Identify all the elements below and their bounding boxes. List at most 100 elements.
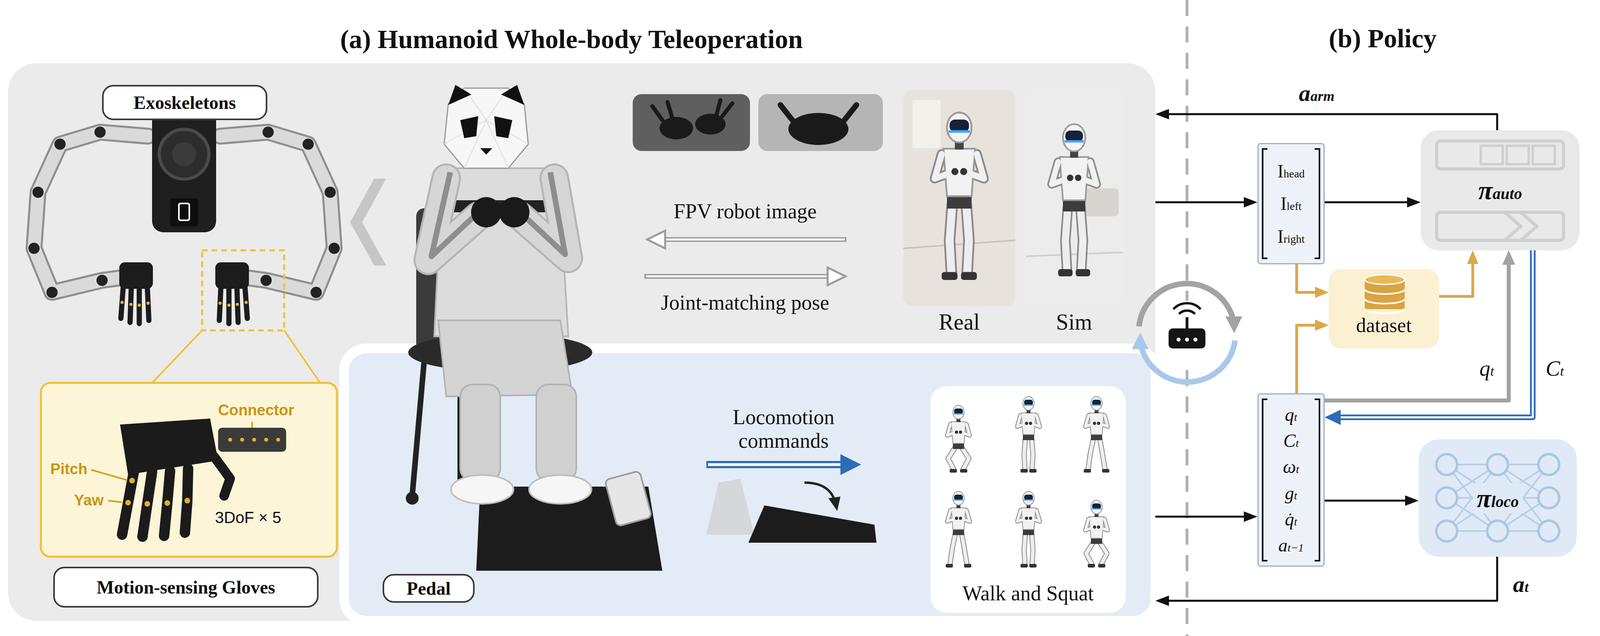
exoskeleton-illustration	[46, 286, 58, 298]
note-text: Locomotion commands	[699, 405, 868, 453]
operator-illustration	[448, 84, 472, 105]
image-caption: Sim	[1056, 308, 1093, 335]
connector-line	[1296, 324, 1318, 393]
pedal-illustration	[828, 496, 841, 511]
fpv-images	[632, 94, 883, 285]
connector-arrow	[1155, 196, 1258, 208]
arrow-head	[1405, 495, 1419, 506]
robot-poses	[1085, 499, 1108, 568]
glove-illustration	[125, 477, 191, 507]
arrow-head	[1155, 595, 1169, 606]
policy-grounds	[1436, 487, 1458, 508]
connector-arrow	[1155, 556, 1498, 606]
pedal-illustration	[706, 460, 844, 468]
exoskeleton-illustration	[244, 300, 248, 304]
edge-label: aarm	[1296, 79, 1337, 107]
robot-poses	[945, 491, 972, 568]
policy-grounds	[1538, 487, 1560, 508]
policy-grounds	[1538, 520, 1560, 542]
fpv-images	[644, 273, 835, 279]
connector-line	[1296, 264, 1318, 293]
edge-label: Ct	[1543, 355, 1566, 381]
vector-bracket	[1261, 148, 1268, 259]
operator-illustration	[501, 84, 525, 105]
policy-grounds	[1436, 453, 1458, 475]
policy-box: πauto	[1420, 130, 1580, 251]
pedal-illustration	[706, 453, 877, 543]
exoskeleton-illustration	[172, 142, 197, 167]
policy-name: πloco	[1472, 482, 1523, 514]
robot-photos	[1025, 252, 1123, 257]
vector-entry: qt	[1285, 403, 1298, 426]
flow-label: Joint-matching pose	[661, 290, 830, 315]
policy-grounds	[1487, 520, 1508, 542]
router-icon	[1131, 283, 1243, 382]
arrow-head	[1324, 409, 1341, 425]
exoskeleton-illustration	[146, 301, 150, 305]
connector-line	[1155, 515, 1246, 518]
router-icon	[1168, 328, 1206, 349]
router-icon	[1185, 316, 1189, 329]
part-label: 3DoF × 5	[214, 508, 282, 527]
panel-ground	[8, 63, 1156, 621]
glove-illustration	[214, 456, 231, 496]
fpv-images	[632, 94, 750, 151]
connector-arrow	[1155, 511, 1258, 522]
robot-photos	[903, 240, 1016, 249]
policy-grounds	[1480, 145, 1503, 165]
glove-illustration	[129, 477, 135, 484]
exoskeleton-illustration	[28, 100, 340, 383]
operator-illustration	[529, 474, 592, 504]
policy-grounds	[1504, 212, 1537, 241]
state-vector: qtCtωtgtq̇tat−1	[1257, 392, 1325, 567]
glove-illustration	[251, 421, 253, 428]
policy-grounds	[1487, 453, 1508, 475]
arrow-head	[1315, 319, 1329, 331]
exoskeleton-illustration	[120, 300, 124, 304]
policy-name: πauto	[1474, 174, 1526, 206]
glove-illustration	[228, 437, 233, 442]
pedal-illustration	[707, 463, 843, 466]
policy-grounds	[1364, 288, 1405, 313]
fpv-images	[788, 112, 849, 145]
direction-chevron	[350, 178, 387, 266]
direction-chevron	[350, 178, 387, 266]
vector-bracket	[1314, 398, 1321, 562]
edge-label: at	[1510, 570, 1531, 598]
policy-grounds	[1418, 439, 1577, 557]
teleoperation-panel: (a) Humanoid Whole-body TeleoperationExo…	[8, 63, 1156, 621]
part-label: Yaw	[74, 491, 104, 509]
tag-text: Motion-sensing Gloves	[96, 576, 276, 598]
router-icon	[1193, 337, 1198, 342]
router-icon	[1184, 337, 1189, 342]
policy-grounds	[1436, 453, 1560, 542]
vector-bracket	[1314, 148, 1321, 259]
arrow-head	[1467, 250, 1479, 264]
connector-line	[1338, 250, 1533, 418]
exoskeleton-illustration	[324, 186, 336, 198]
pedal-illustration	[706, 478, 755, 535]
arrow-head	[1315, 286, 1329, 298]
glove-illustration	[122, 468, 189, 537]
glove-illustration	[218, 427, 287, 452]
fpv-images	[758, 94, 883, 151]
part-label: Pitch	[50, 460, 88, 478]
tag-text: Exoskeletons	[133, 92, 237, 114]
vector-entry: Ihead	[1277, 160, 1305, 182]
exoskeleton-illustration	[28, 242, 40, 254]
dataset-box: dataset	[1328, 268, 1440, 349]
robot-poses	[1017, 491, 1040, 568]
router-icon	[1155, 300, 1219, 363]
operator-illustration	[405, 491, 419, 505]
caption: Walk and Squat	[962, 581, 1094, 605]
connector-arrow	[1324, 495, 1419, 506]
robot-photos	[1051, 124, 1097, 277]
operator-illustration	[451, 474, 514, 504]
fpv-images	[656, 236, 847, 242]
robot-pose-box: Walk and Squat	[930, 385, 1126, 613]
policy-grounds	[1328, 130, 1580, 557]
glove-illustration	[144, 500, 151, 507]
exoskeleton-illustration	[28, 126, 340, 298]
robot-photos	[1025, 89, 1123, 307]
policy-grounds	[1364, 274, 1405, 285]
